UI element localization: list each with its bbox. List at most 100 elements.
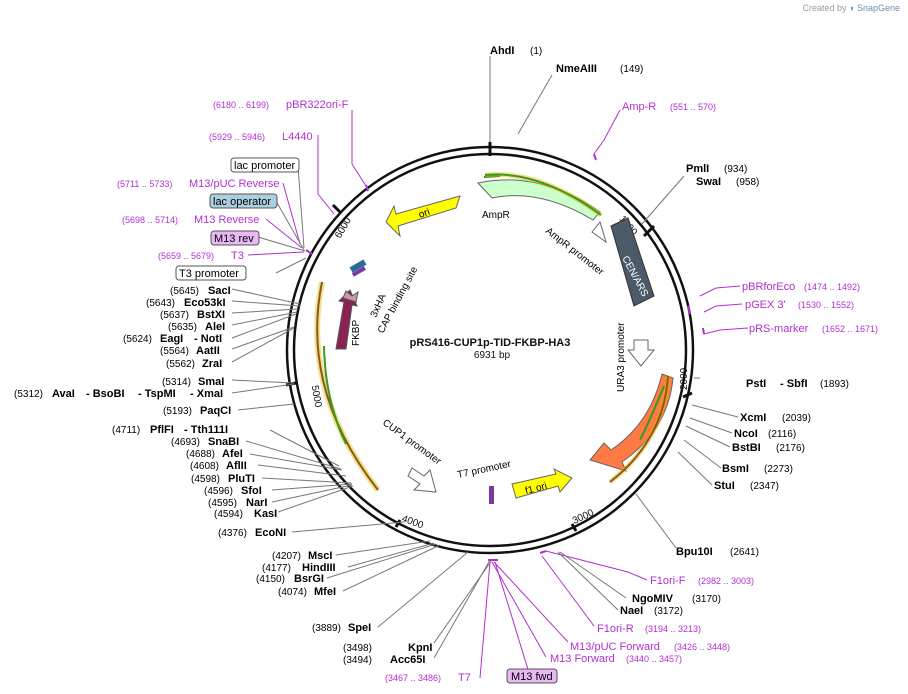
feature-cup1-promoter-label: CUP1 promoter — [380, 418, 443, 468]
enzyme-bstbi-pos: (2176) — [776, 443, 805, 454]
enzyme-aflii: AflII — [226, 460, 247, 472]
enzyme-ahdi-pos: (1) — [530, 46, 542, 57]
plasmid-size: 6931 bp — [474, 350, 511, 361]
primer-m13-reverse-range: (5698 .. 5714) — [122, 215, 178, 225]
enzyme-hindiii: HindIII — [302, 562, 336, 574]
enzyme-sbfi: - SbfI — [780, 378, 808, 390]
enzyme-ncoi-pos: (2116) — [768, 429, 796, 440]
enzyme-sfoi: SfoI — [241, 485, 262, 497]
enzyme-kasi-pos: (4594) — [214, 509, 243, 520]
enzyme-pmli: PmlI — [686, 163, 709, 175]
box-m13-fwd-label: M13 fwd — [511, 671, 553, 683]
feature-f1-ori-label: f1 ori — [524, 481, 548, 497]
enzyme-xcmi: XcmI — [740, 412, 766, 424]
enzyme-snabi: SnaBI — [208, 436, 239, 448]
feature-cup1-promoter — [407, 467, 437, 493]
primer-f1ori-f: F1ori-F — [650, 575, 686, 587]
box-lac-promoter-label: lac promoter — [234, 160, 295, 172]
feature-ura3-promoter — [626, 339, 656, 367]
enzyme-kpni-pos: (3498) — [343, 643, 372, 654]
primer-t3-range: (5659 .. 5679) — [158, 251, 214, 261]
box-connectors — [257, 165, 307, 274]
enzyme-zrai-pos: (5562) — [166, 359, 195, 370]
credit-prefix: Created by — [802, 3, 847, 13]
enzyme-kpni: KpnI — [408, 642, 432, 654]
plasmid-name: pRS416-CUP1p-TID-FKBP-HA3 — [410, 337, 571, 349]
enzyme-eco53ki-pos: (5643) — [146, 298, 175, 309]
enzyme-alei: AleI — [205, 321, 225, 333]
enzyme-swai-pos: (958) — [736, 177, 759, 188]
feature-ura3 — [589, 373, 674, 472]
tick-2000: 2000 — [679, 367, 690, 390]
enzyme-kasi: KasI — [254, 508, 277, 520]
enzyme-aatii-pos: (5564) — [160, 346, 189, 357]
enzyme-bsrgi: BsrGI — [294, 573, 324, 585]
primer-pbr322ori-f-range: (6180 .. 6199) — [213, 100, 269, 110]
enzyme-ngomiv-pos: (3170) — [692, 594, 721, 605]
enzyme-avai-pos: (5312) — [14, 389, 43, 400]
enzyme-afei-pos: (4688) — [186, 449, 215, 460]
enzyme-bsmi-pos: (2273) — [764, 464, 793, 475]
credit-brand: SnapGene — [856, 3, 900, 13]
primer-m13-puc-forward: M13/pUC Forward — [570, 641, 660, 653]
enzyme-bstxi: BstXI — [197, 309, 225, 321]
enzyme-bpu10i: Bpu10I — [676, 546, 713, 558]
primer-pbrforeco: pBRforEco — [742, 281, 795, 293]
enzyme-nmeaiii: NmeAIII — [556, 63, 597, 75]
box-lac-promoter — [230, 157, 300, 173]
primer-pbr322ori-f: pBR322ori-F — [286, 99, 349, 111]
enzyme-aatii: AatII — [196, 345, 220, 357]
enzyme-bsobi: - BsoBI — [86, 388, 125, 400]
enzyme-stui: StuI — [714, 480, 735, 492]
feature-3xha — [342, 290, 359, 303]
boxed-labels: lac promoter lac operator M13 rev T3 pro… — [175, 157, 558, 684]
enzyme-mfei: MfeI — [314, 586, 336, 598]
enzyme-psti-pos: (1893) — [820, 379, 849, 390]
feature-ura3-label: URA3 — [613, 404, 634, 433]
enzyme-paqci-pos: (5193) — [163, 406, 192, 417]
enzyme-avai: AvaI — [52, 388, 75, 400]
enzyme-smai: SmaI — [198, 376, 224, 388]
enzyme-pmli-pos: (934) — [724, 164, 747, 175]
enzyme-mfei-pos: (4074) — [278, 587, 307, 598]
enzyme-msci-pos: (4207) — [272, 551, 301, 562]
enzyme-bpu10i-pos: (2641) — [730, 547, 759, 558]
enzyme-stui-pos: (2347) — [750, 481, 779, 492]
enzyme-acc65i-pos: (3494) — [343, 655, 372, 666]
enzyme-nmeaiii-pos: (149) — [620, 64, 643, 75]
enzyme-msci: MscI — [308, 550, 332, 562]
enzyme-pluti: PluTI — [228, 473, 255, 485]
enzyme-pluti-pos: (4598) — [191, 474, 220, 485]
feature-f1-ori — [511, 467, 573, 499]
enzyme-eagi: EagI — [160, 333, 183, 345]
box-lac-operator — [209, 193, 278, 209]
box-t3-promoter — [175, 265, 247, 281]
enzyme-naei: NaeI — [620, 605, 643, 617]
feature-lac-operator-mark — [349, 259, 367, 273]
primer-amp-r-range: (551 .. 570) — [670, 102, 716, 112]
box-lac-operator-label: lac operator — [213, 196, 271, 208]
primer-t7: T7 — [458, 672, 471, 684]
primer-m13-forward: M13 Forward — [550, 653, 615, 665]
enzyme-hindiii-pos: (4177) — [262, 563, 291, 574]
primer-t7-range: (3467 .. 3486) — [385, 673, 441, 683]
snapgene-logo-icon: ◖ — [849, 3, 855, 13]
box-m13-rev-label: M13 rev — [214, 233, 254, 245]
enzyme-bsmi: BsmI — [722, 463, 749, 475]
enzyme-saci-pos: (5645) — [170, 286, 199, 297]
enzyme-bstxi-pos: (5637) — [160, 310, 189, 321]
primer-pgex3-range: (1530 .. 1552) — [798, 300, 854, 310]
primer-f1ori-r-range: (3194 .. 3213) — [645, 624, 701, 634]
feature-t7-promoter-label: T7 promoter — [456, 459, 512, 481]
primer-m13-puc-reverse: M13/pUC Reverse — [189, 178, 279, 190]
enzyme-bsrgi-pos: (4150) — [256, 574, 285, 585]
feature-ura3-promoter-label: URA3 promoter — [616, 322, 627, 392]
enzyme-noti: - NotI — [194, 333, 222, 345]
enzyme-spei: SpeI — [348, 622, 371, 634]
primer-m13-forward-range: (3440 .. 3457) — [626, 654, 682, 664]
primer-pgex3: pGEX 3' — [745, 299, 786, 311]
feature-t7-promoter — [489, 486, 494, 504]
enzyme-smai-pos: (5314) — [162, 377, 191, 388]
feature-ori-label: ori — [417, 207, 431, 221]
enzyme-alei-pos: (5635) — [168, 322, 197, 333]
